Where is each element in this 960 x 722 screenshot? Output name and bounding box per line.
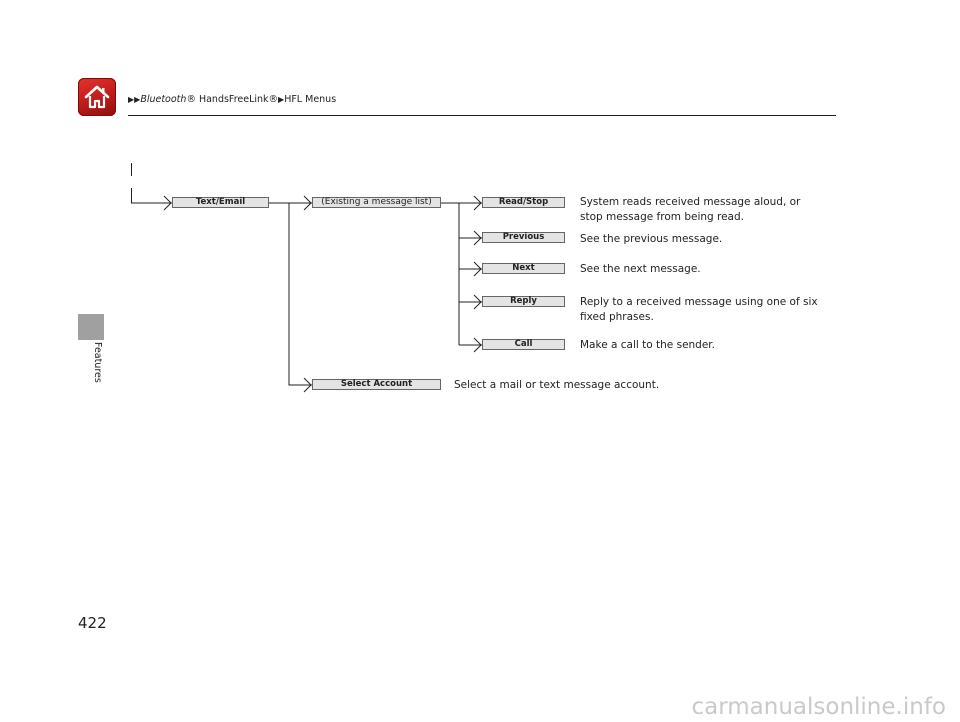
- breadcrumb-handsfreelink[interactable]: ® HandsFreeLink®: [186, 94, 279, 105]
- breadcrumb-arrow-icon-2: ▶: [278, 95, 285, 104]
- menu-item-previous[interactable]: Previous: [482, 232, 565, 243]
- menu-item-read-stop[interactable]: Read/Stop: [482, 197, 565, 208]
- section-tab[interactable]: [78, 314, 104, 340]
- watermark: carmanualsonline.info: [691, 694, 946, 720]
- menu-item-reply-desc: Reply to a received message using one of…: [580, 296, 818, 323]
- menu-item-call-desc: Make a call to the sender.: [580, 339, 715, 351]
- home-button[interactable]: [78, 78, 116, 116]
- menu-select-account[interactable]: Select Account: [312, 379, 441, 390]
- menu-item-call[interactable]: Call: [482, 339, 565, 350]
- menu-item-reply[interactable]: Reply: [482, 296, 565, 307]
- menu-select-account-desc: Select a mail or text message account.: [454, 379, 660, 391]
- menu-branch-existing-list[interactable]: (Existing a message list): [312, 197, 441, 208]
- menu-item-next[interactable]: Next: [482, 263, 565, 274]
- header-rule: [128, 115, 836, 116]
- menu-root-text-email[interactable]: Text/Email: [172, 197, 269, 208]
- menu-item-next-desc: See the next message.: [580, 263, 701, 275]
- breadcrumb: ▶▶Bluetooth® HandsFreeLink®▶HFL Menus: [128, 94, 336, 105]
- page-number: 422: [78, 614, 107, 632]
- breadcrumb-hfl-menus[interactable]: HFL Menus: [284, 94, 337, 105]
- menu-item-previous-desc: See the previous message.: [580, 233, 723, 245]
- menu-item-read-stop-desc: System reads received message aloud, or …: [580, 196, 801, 223]
- breadcrumb-bluetooth[interactable]: Bluetooth: [140, 94, 187, 105]
- section-tab-label: Features: [92, 342, 103, 383]
- home-icon: [84, 85, 110, 109]
- breadcrumb-arrow-icon: ▶▶: [128, 95, 141, 104]
